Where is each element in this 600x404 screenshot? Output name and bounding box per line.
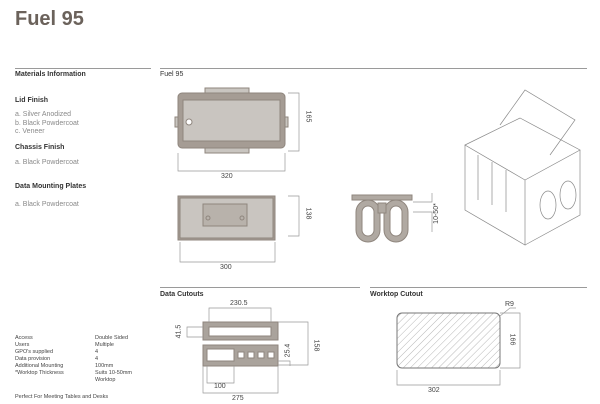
list-item: a. Silver Anodized — [15, 111, 72, 118]
dim-top-width: 320 — [221, 173, 233, 180]
divider — [160, 68, 587, 69]
drawings-heading: Fuel 95 — [160, 71, 184, 78]
page-title: Fuel 95 — [15, 8, 84, 30]
dim-top-height: 165 — [304, 110, 312, 123]
list-item: a. Black Powdercoat — [15, 201, 79, 208]
dim-worktop-height: 166 — [508, 333, 516, 346]
divider — [15, 68, 151, 69]
dim-side-width: 300 — [220, 264, 232, 271]
footer-note: Perfect For Meeting Tables and Desks — [15, 394, 109, 400]
list-item: c. Veneer — [15, 128, 45, 135]
list-item: a. Black Powdercoat — [15, 159, 79, 166]
chassis-finish-heading: Chassis Finish — [15, 144, 65, 151]
dim-total-width: 275 — [232, 395, 244, 402]
dim-radius: R9 — [505, 301, 514, 308]
dim-side-height: 138 — [304, 207, 312, 220]
divider — [370, 287, 587, 288]
worktop-cutout-drawing — [396, 312, 501, 369]
data-plates-heading: Data Mounting Plates — [15, 183, 87, 190]
dim-cutout-width: 230.5 — [230, 300, 248, 307]
divider — [160, 287, 360, 288]
end-view-drawing — [351, 194, 413, 243]
lid-finish-list: a. Silver Anodized b. Black Powdercoat c… — [15, 111, 79, 137]
worktop-cutout-heading: Worktop Cutout — [370, 291, 423, 298]
dim-worktop-thickness: 10-50* — [432, 203, 440, 224]
data-cutouts-drawing — [202, 321, 279, 367]
dim-small-width: 100 — [214, 383, 226, 390]
dim-total-height: 158 — [312, 339, 320, 352]
dim-worktop-width: 302 — [428, 387, 440, 394]
isometric-drawing — [464, 89, 581, 246]
dim-module: 25.4 — [284, 343, 292, 358]
data-cutouts-heading: Data Cutouts — [160, 291, 204, 298]
list-item: b. Black Powdercoat — [15, 119, 79, 127]
lid-finish-heading: Lid Finish — [15, 97, 49, 104]
materials-heading: Materials Information — [15, 71, 86, 78]
dim-cutout-height: 41.5 — [175, 324, 183, 339]
side-view-drawing — [177, 195, 276, 241]
top-view-drawing — [174, 87, 289, 154]
